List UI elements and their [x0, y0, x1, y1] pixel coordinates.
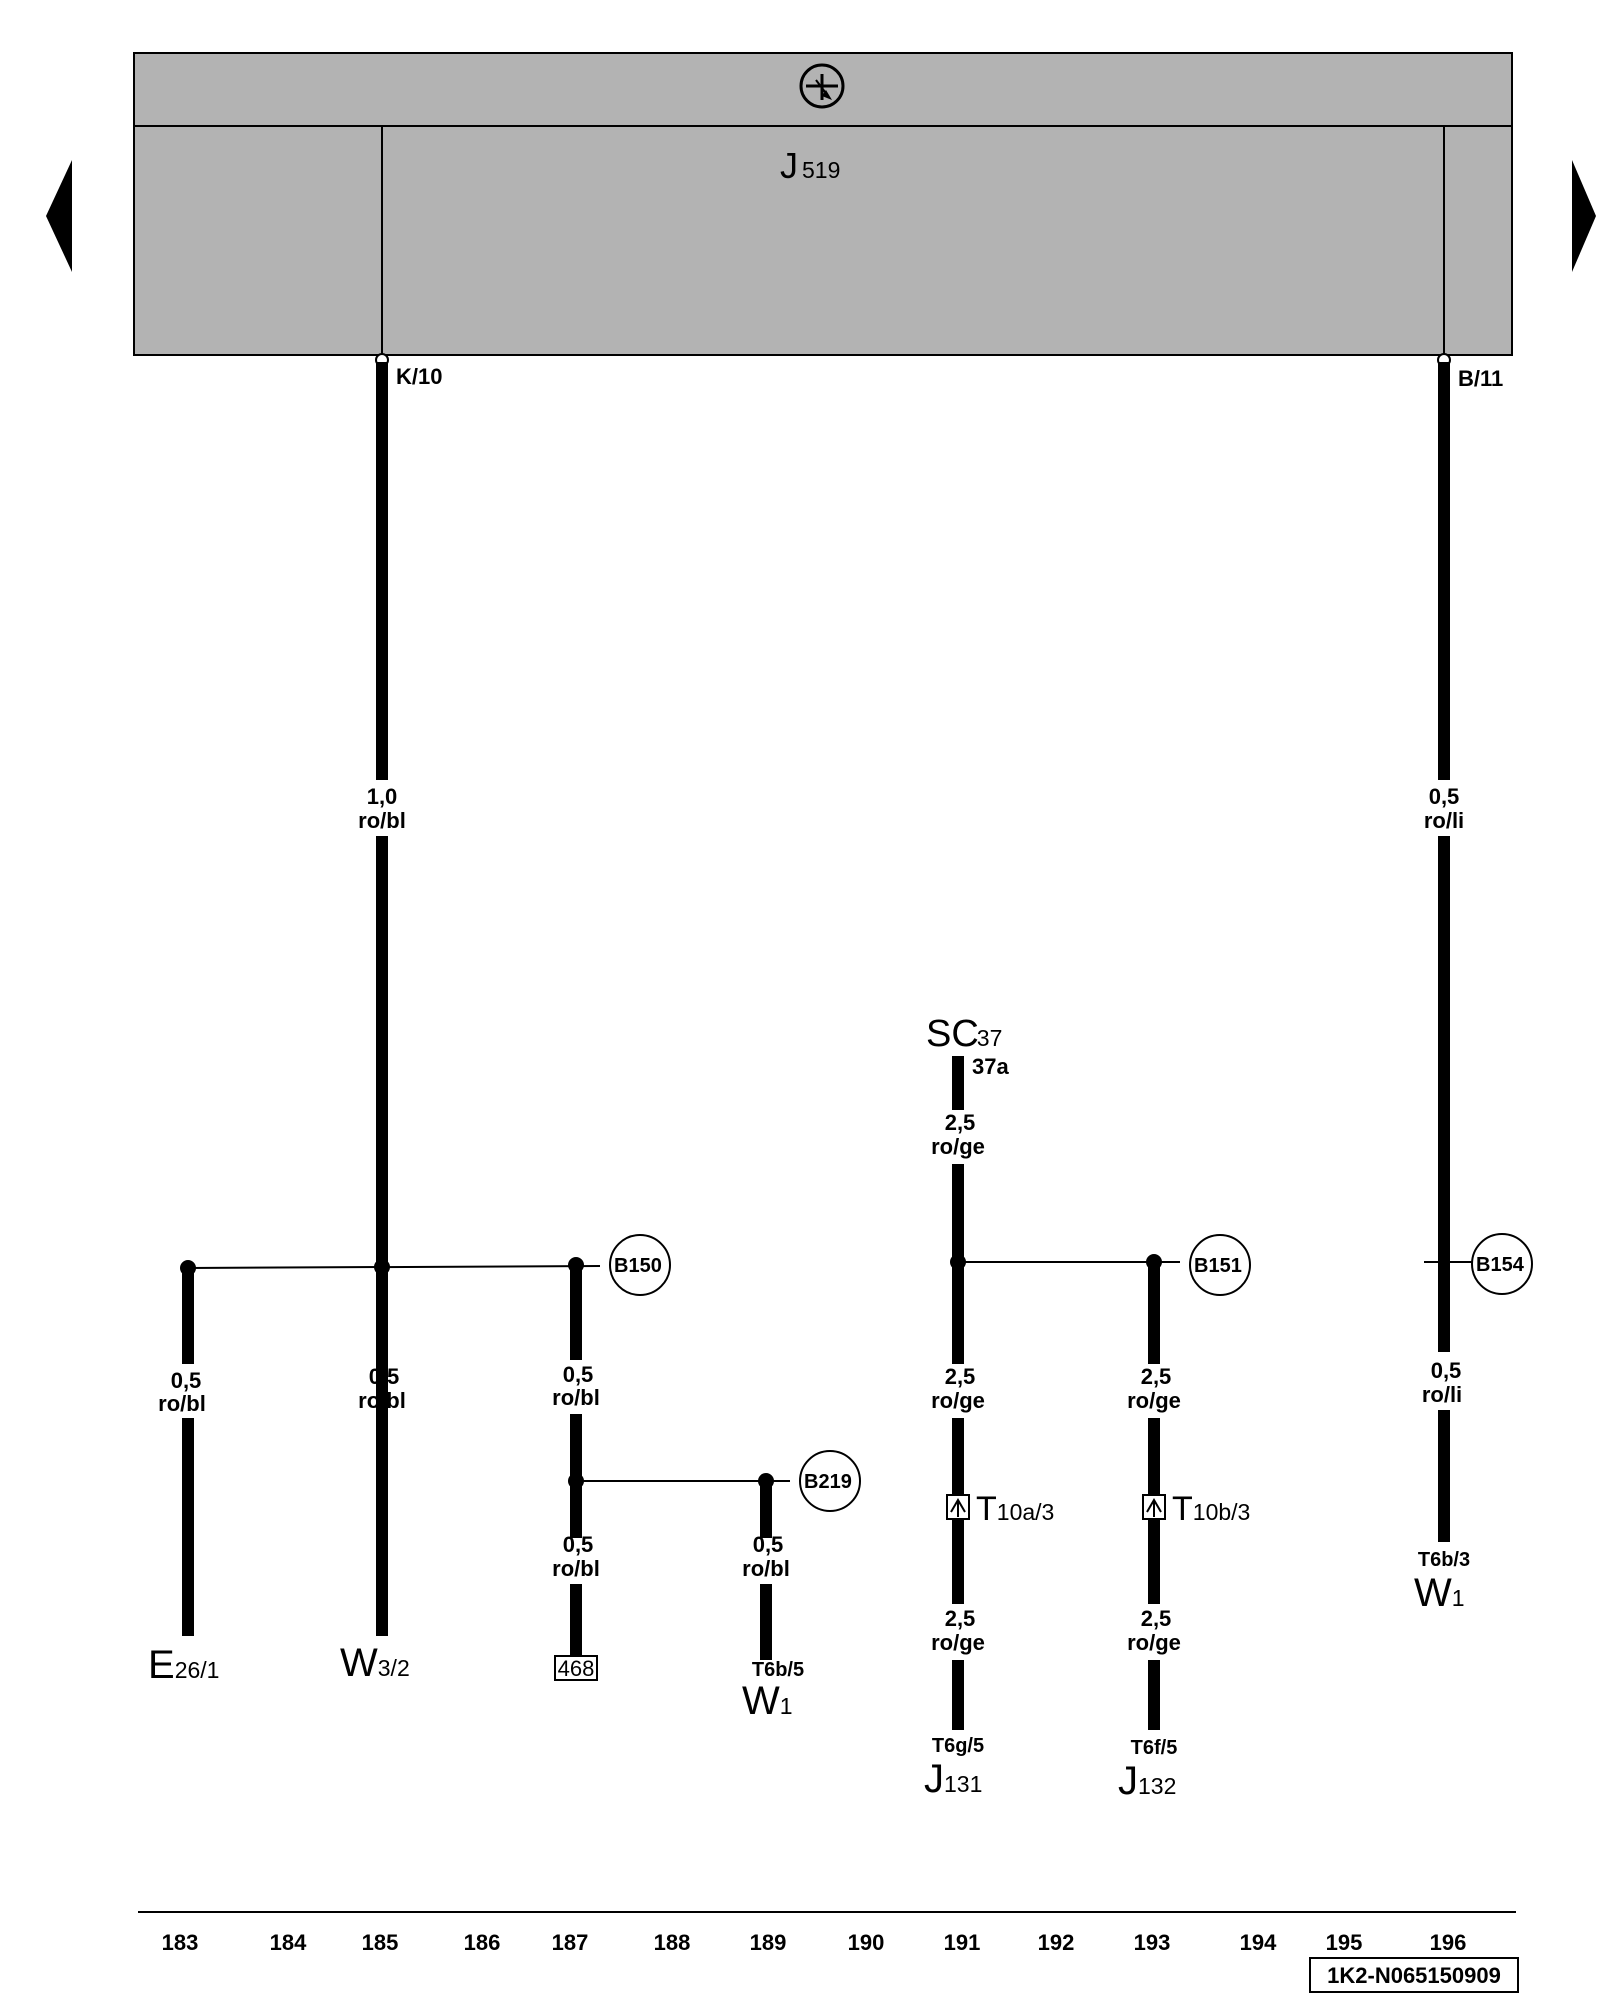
wire-color: ro/ge — [931, 1134, 985, 1159]
terminal-e26-1: E26/1 — [148, 1643, 219, 1687]
svg-text:B219: B219 — [804, 1471, 852, 1493]
wire-color: ro/bl — [158, 1391, 206, 1416]
wire-size: 0,5 — [753, 1532, 784, 1557]
terminal-w3-2: W3/2 — [340, 1641, 410, 1685]
terminal-j131: J131 — [924, 1757, 982, 1801]
document-code: 1K2-N065150909 — [1309, 1957, 1519, 1993]
wire-color: ro/bl — [552, 1385, 600, 1410]
wire-color: ro/li — [1424, 808, 1464, 833]
column-number: 193 — [1134, 1930, 1171, 1955]
next-page-arrow[interactable] — [1572, 160, 1596, 272]
connector-t10a-3: T10a/3 — [946, 1490, 1054, 1528]
splice-b150-bus — [187, 1265, 601, 1269]
terminal-pin-t6f-5: T6f/5 — [1131, 1737, 1178, 1759]
svg-text:1K2-N065150909: 1K2-N065150909 — [1327, 1963, 1501, 1988]
terminal-j132: J132 — [1118, 1759, 1176, 1803]
column-number: 190 — [848, 1930, 885, 1955]
terminal-pin-t6g-5: T6g/5 — [932, 1735, 984, 1757]
wire-color: ro/ge — [931, 1630, 985, 1655]
wire-color: ro/bl — [358, 808, 406, 833]
wire-size: 0,5 — [1429, 784, 1460, 809]
column-number: 185 — [362, 1930, 399, 1955]
wire-size: 0,5 — [1431, 1358, 1462, 1383]
wire-size: 0,5 — [563, 1362, 594, 1387]
column-number: 183 — [162, 1930, 199, 1955]
svg-text:B154: B154 — [1476, 1254, 1525, 1276]
reference-box-468[interactable]: 468 — [554, 1655, 598, 1681]
wire-color: ro/bl — [742, 1556, 790, 1581]
wire-color: ro/bl — [552, 1556, 600, 1581]
wire-color: ro/ge — [1127, 1630, 1181, 1655]
wire-size: 2,5 — [1141, 1606, 1172, 1631]
wire-size: 0,5 — [563, 1532, 594, 1557]
splice-b219: B219 — [799, 1450, 861, 1512]
previous-page-arrow[interactable] — [46, 160, 72, 272]
svg-text:468: 468 — [558, 1656, 595, 1681]
module-number: 519 — [802, 157, 840, 183]
column-number: 187 — [552, 1930, 589, 1955]
column-number: 194 — [1240, 1930, 1277, 1955]
column-number: 189 — [750, 1930, 787, 1955]
column-number: 184 — [270, 1930, 307, 1955]
fuse-pin-label: 37a — [972, 1054, 1009, 1079]
column-number: 191 — [944, 1930, 981, 1955]
wire-color: ro/ge — [1127, 1388, 1181, 1413]
terminal-pin-t6b-3: T6b/3 — [1418, 1549, 1470, 1571]
svg-text:T10b/3: T10b/3 — [1172, 1490, 1250, 1528]
wire-color: ro/li — [1422, 1382, 1462, 1407]
wire-size: 1,0 — [367, 784, 398, 809]
svg-text:T10a/3: T10a/3 — [976, 1490, 1054, 1528]
column-number: 196 — [1430, 1930, 1467, 1955]
wire-size: 2,5 — [1141, 1364, 1172, 1389]
terminal-w1-right: W1 — [1414, 1571, 1465, 1615]
wire-size: 2,5 — [945, 1364, 976, 1389]
splice-b154: B154 — [1471, 1233, 1533, 1295]
wire-size: 2,5 — [945, 1110, 976, 1135]
terminal-pin-t6b-5: T6b/5 — [752, 1659, 804, 1681]
splice-b151: B151 — [1189, 1234, 1251, 1296]
column-numbers: 183 184 185 186 187 188 189 190 191 192 … — [162, 1930, 1467, 1955]
svg-text:B151: B151 — [1194, 1255, 1242, 1277]
wire-size: 2,5 — [945, 1606, 976, 1631]
terminal-w1: W1 — [742, 1679, 793, 1723]
column-number: 192 — [1038, 1930, 1075, 1955]
ground-symbol-icon — [799, 63, 845, 109]
column-number: 188 — [654, 1930, 691, 1955]
module-name: J — [780, 145, 798, 186]
pin-label-k10: K/10 — [396, 364, 442, 389]
wire-size: 0,5 — [369, 1364, 400, 1389]
column-number: 195 — [1326, 1930, 1363, 1955]
wire-color: ro/bl — [358, 1388, 406, 1413]
column-number: 186 — [464, 1930, 501, 1955]
pin-label-b11: B/11 — [1458, 366, 1503, 391]
wire-size: 0,5 — [171, 1368, 202, 1393]
svg-text:B150: B150 — [614, 1255, 662, 1277]
fuse-sc37: SC37 — [926, 1013, 1002, 1055]
splice-b150: B150 — [609, 1234, 671, 1296]
wire-color: ro/ge — [931, 1388, 985, 1413]
connector-t10b-3: T10b/3 — [1142, 1490, 1250, 1528]
